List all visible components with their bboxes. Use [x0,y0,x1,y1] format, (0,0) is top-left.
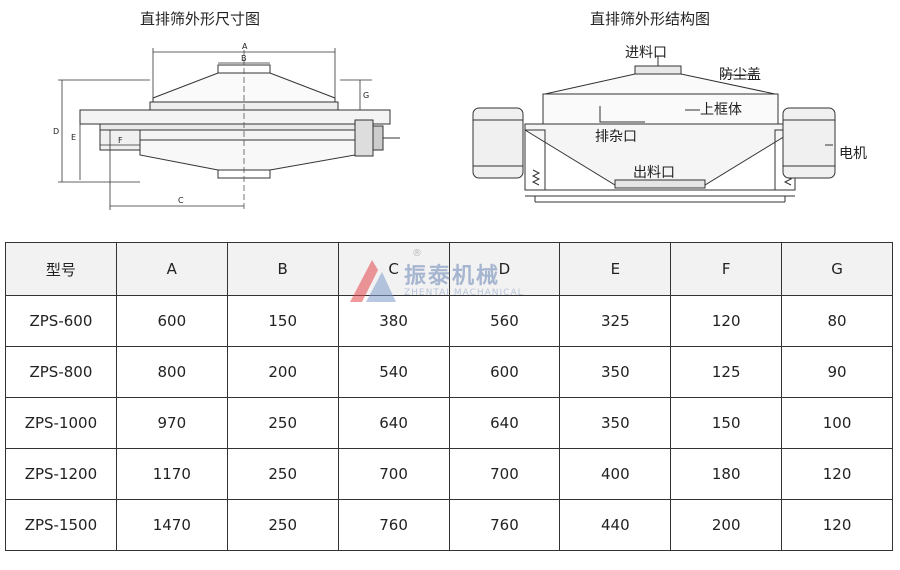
struct-label-inlet: 进料口 [625,45,667,61]
header-e: E [559,242,672,296]
cell-e: 350 [559,346,672,398]
cell-f: 125 [670,346,783,398]
dim-motor-end [372,125,384,151]
table-row: ZPS-1000 970 250 640 640 350 150 100 [5,397,893,449]
cell-f: 180 [670,448,783,500]
header-g: G [781,242,893,296]
struct-label-upper-frame: 上框体 [700,102,742,118]
cell-d: 640 [448,397,561,449]
dimension-diagram-caption: 直排筛外形尺寸图 [140,10,261,28]
cell-g: 120 [781,499,893,551]
cell-b: 150 [226,295,339,347]
cell-b: 200 [226,346,339,398]
dim-motor-block [354,119,374,157]
struct-right-motor [782,107,836,179]
dim-label-a: A [242,42,248,51]
cell-c: 540 [337,346,450,398]
dim-side-bar [79,109,391,125]
dim-label-c: C [178,196,184,205]
cell-model: ZPS-1000 [5,397,117,449]
cell-g: 120 [781,448,893,500]
struct-outlet-shape [614,179,706,189]
cell-model: ZPS-600 [5,295,117,347]
struct-upper-frame [542,93,779,125]
dim-cone-shape [139,139,356,171]
cell-model: ZPS-1200 [5,448,117,500]
struct-left-motor [472,107,524,179]
cell-d: 760 [448,499,561,551]
table-row: ZPS-800 800 200 540 600 350 125 90 [5,346,893,398]
dim-label-b: B [241,54,247,63]
cell-g: 100 [781,397,893,449]
cell-b: 250 [226,397,339,449]
struct-label-motor: 电机 [839,146,867,162]
cell-c: 380 [337,295,450,347]
cell-d: 560 [448,295,561,347]
header-c: C [337,242,450,296]
header-f: F [670,242,783,296]
dim-flange [99,123,361,131]
dim-label-f: F [118,136,123,145]
cell-c: 760 [337,499,450,551]
spec-table: 型号 A B C D E F G ZPS-600 600 150 380 560… [5,242,893,551]
cell-a: 800 [115,346,228,398]
table-row: ZPS-1200 1170 250 700 700 400 180 120 [5,448,893,500]
cell-a: 600 [115,295,228,347]
table-row: ZPS-1500 1470 250 760 760 440 200 120 [5,499,893,551]
cell-g: 80 [781,295,893,347]
cell-c: 640 [337,397,450,449]
struct-label-impurity-outlet: 排杂口 [595,129,637,145]
table-row: ZPS-600 600 150 380 560 325 120 80 [5,295,893,347]
struct-inlet-shape [634,65,682,75]
cell-d: 600 [448,346,561,398]
cell-b: 250 [226,499,339,551]
cell-model: ZPS-1500 [5,499,117,551]
header-d: D [448,242,561,296]
cell-e: 350 [559,397,672,449]
structure-diagram-caption: 直排筛外形结构图 [590,10,711,28]
header-b: B [226,242,339,296]
structure-diagram: 进料口 防尘盖 上框体 排杂口 电机 出料口 [472,45,867,203]
cell-e: 400 [559,448,672,500]
cell-b: 250 [226,448,339,500]
dimension-diagram: A B C D E F G [53,42,400,210]
cell-f: 200 [670,499,783,551]
cell-f: 120 [670,295,783,347]
header-a: A [115,242,228,296]
struct-label-dust-cover: 防尘盖 [719,67,761,83]
dim-label-d: D [53,127,59,136]
cell-e: 440 [559,499,672,551]
struct-label-outlet: 出料口 [633,165,675,181]
dim-lower-frame [139,129,356,141]
struct-impurity-marker [599,106,645,123]
dim-label-e: E [71,133,76,142]
struct-left-spring [531,169,541,186]
cell-a: 1170 [115,448,228,500]
header-model: 型号 [5,242,117,296]
cell-a: 1470 [115,499,228,551]
cell-a: 970 [115,397,228,449]
cell-d: 700 [448,448,561,500]
cell-f: 150 [670,397,783,449]
dim-label-g: G [363,91,369,100]
cell-g: 90 [781,346,893,398]
cell-e: 325 [559,295,672,347]
cell-c: 700 [337,448,450,500]
cell-model: ZPS-800 [5,346,117,398]
table-header-row: 型号 A B C D E F G [5,242,893,296]
